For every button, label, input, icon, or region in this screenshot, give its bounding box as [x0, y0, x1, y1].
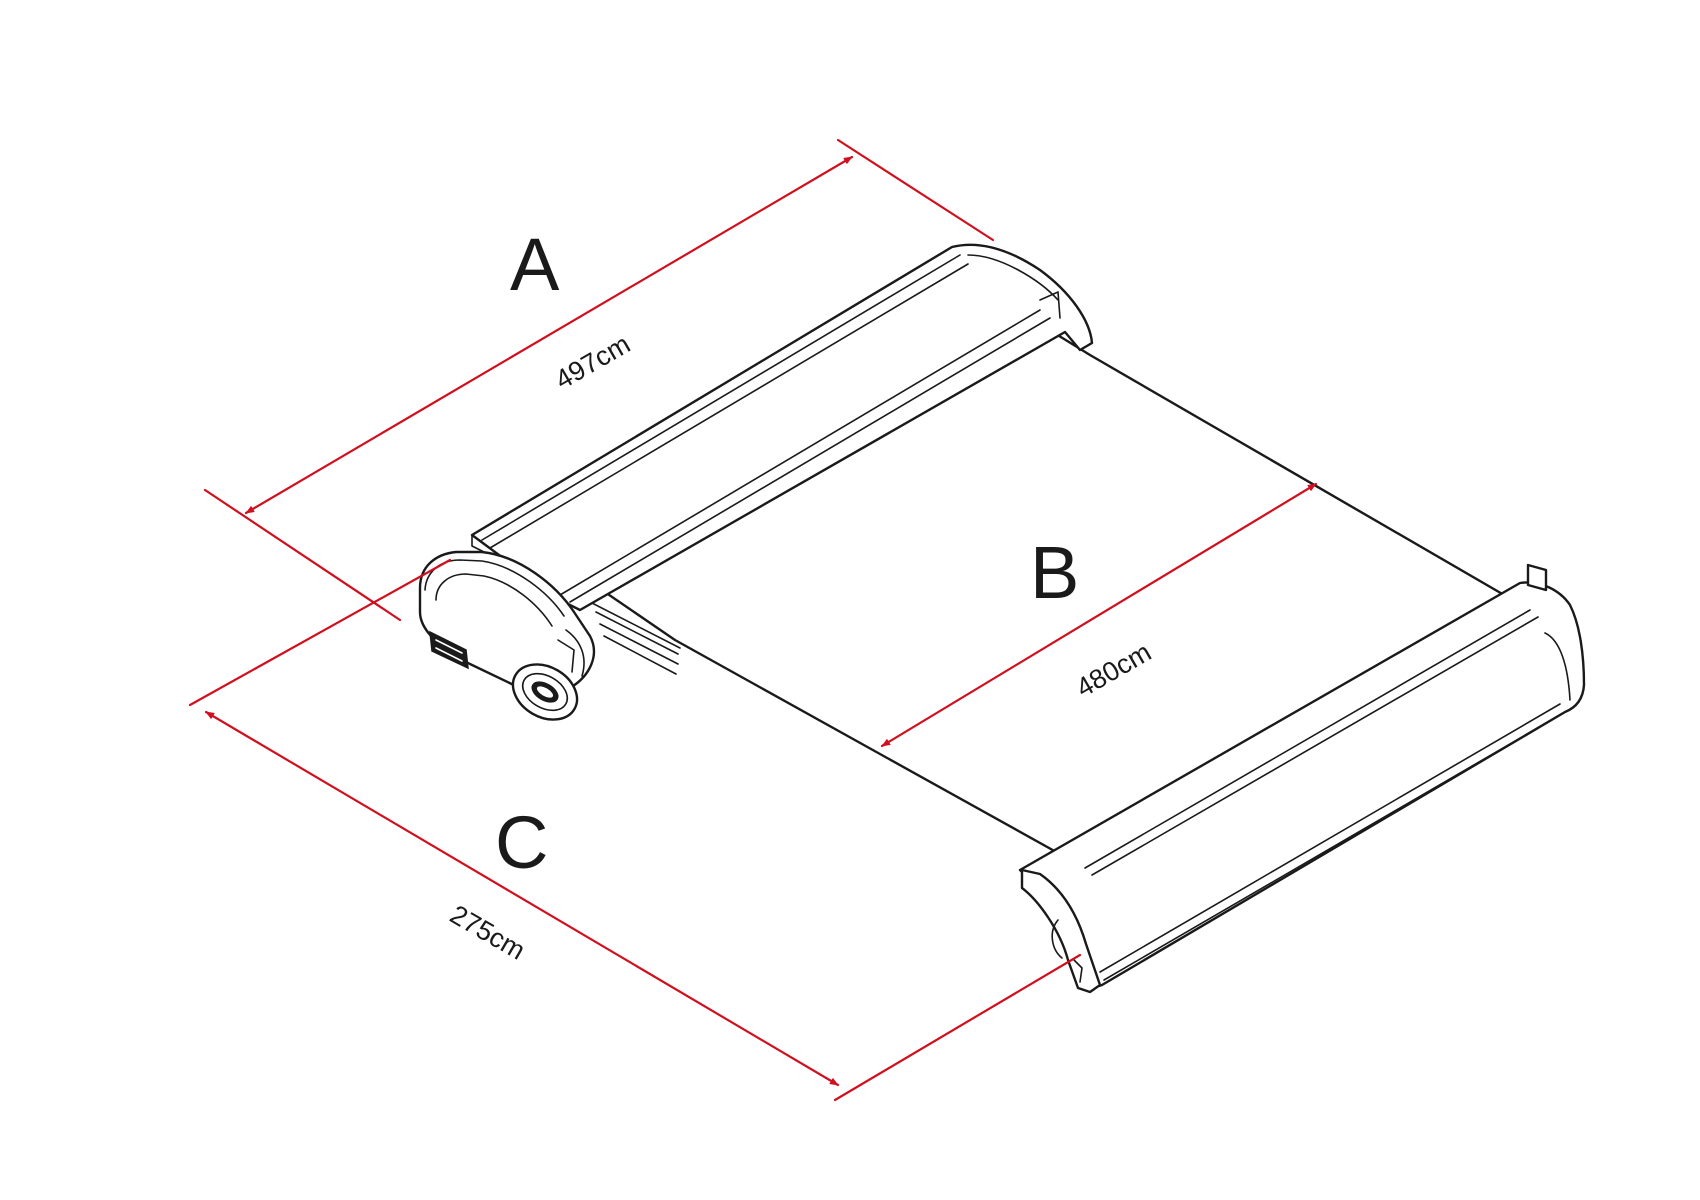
dimension-line-b: [880, 482, 1318, 748]
dimension-letter-b: B: [1030, 531, 1079, 614]
dimension-letter-c: C: [495, 801, 548, 884]
roller-arm-left: [589, 601, 681, 675]
dimension-line-a: [244, 155, 854, 515]
dimension-line-c: [204, 710, 840, 1087]
dimension-letter-a: A: [510, 223, 560, 306]
extension-line-a-right: [836, 138, 995, 242]
extension-line-c-right: [833, 953, 1082, 1102]
extension-line-a-left: [203, 488, 402, 622]
dimension-value-c: 275cm: [445, 899, 530, 966]
front-lead-bar: [1018, 563, 1586, 994]
dimension-value-a: 497cm: [550, 329, 635, 396]
extension-line-c-left: [188, 558, 452, 707]
left-end-cap: [418, 550, 596, 721]
